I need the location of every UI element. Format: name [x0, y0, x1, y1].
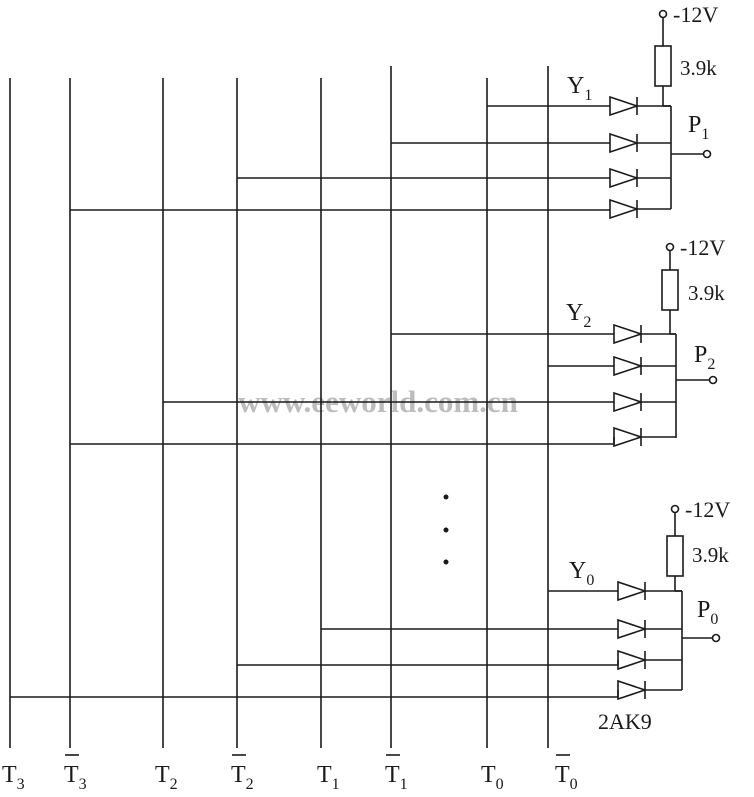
diode-part-label: 2AK9 [598, 709, 652, 734]
diode [617, 580, 682, 602]
diode [613, 391, 676, 413]
output-label-2: P2 [694, 342, 715, 373]
resistor-label-0: 3.9k [692, 543, 729, 567]
diode [617, 618, 682, 640]
resistor-label-1: 3.9k [680, 56, 717, 80]
input-label-0: Y0 [569, 558, 594, 589]
bus-label-t2-bar: T2 [231, 762, 254, 793]
input-label-1: Y1 [567, 73, 592, 104]
diode [613, 323, 676, 345]
bus-label-t1-bar: T1 [385, 762, 408, 793]
resistor-2 [661, 269, 679, 311]
resistor-1 [654, 45, 672, 87]
supply-label-1: -12V [673, 2, 718, 27]
bus-label-t3-bar: T3 [64, 762, 87, 793]
bus-label-t0-bar: T0 [555, 762, 578, 793]
gate-p2: -12V 3.9k P2 Y2 [70, 235, 725, 448]
ellipsis-dots [443, 494, 449, 565]
diode [613, 426, 676, 448]
diode [609, 198, 671, 220]
output-label-1: P1 [688, 112, 709, 143]
supply-terminal-1 [658, 9, 668, 19]
gate-p0: -12V 3.9k P0 Y0 2AK9 [10, 497, 730, 734]
diode [609, 95, 671, 117]
output-label-0: P0 [697, 597, 718, 628]
gate-p1: -12V 3.9k P1 Y1 [70, 2, 718, 220]
output-terminal-2 [708, 375, 718, 385]
supply-terminal-2 [665, 242, 675, 252]
bus-label-t3: T3 [2, 762, 25, 793]
bus-label-t0: T0 [481, 762, 504, 793]
supply-label-0: -12V [685, 497, 730, 522]
bus-label-t2: T2 [155, 762, 178, 793]
diode [617, 679, 682, 701]
supply-terminal-0 [670, 504, 680, 514]
resistor-0 [666, 535, 684, 577]
output-terminal-1 [702, 149, 712, 159]
supply-label-2: -12V [680, 235, 725, 260]
output-terminal-0 [711, 633, 721, 643]
diode [613, 355, 676, 377]
bus-labels: T3 T3 T2 T2 T1 T1 T0 T0 [2, 754, 578, 793]
bus-lines [9, 66, 549, 748]
bus-label-t1: T1 [317, 762, 340, 793]
input-label-2: Y2 [566, 300, 591, 331]
diode [617, 649, 682, 671]
diode [609, 132, 671, 154]
diode [609, 167, 671, 189]
resistor-label-2: 3.9k [688, 281, 725, 305]
